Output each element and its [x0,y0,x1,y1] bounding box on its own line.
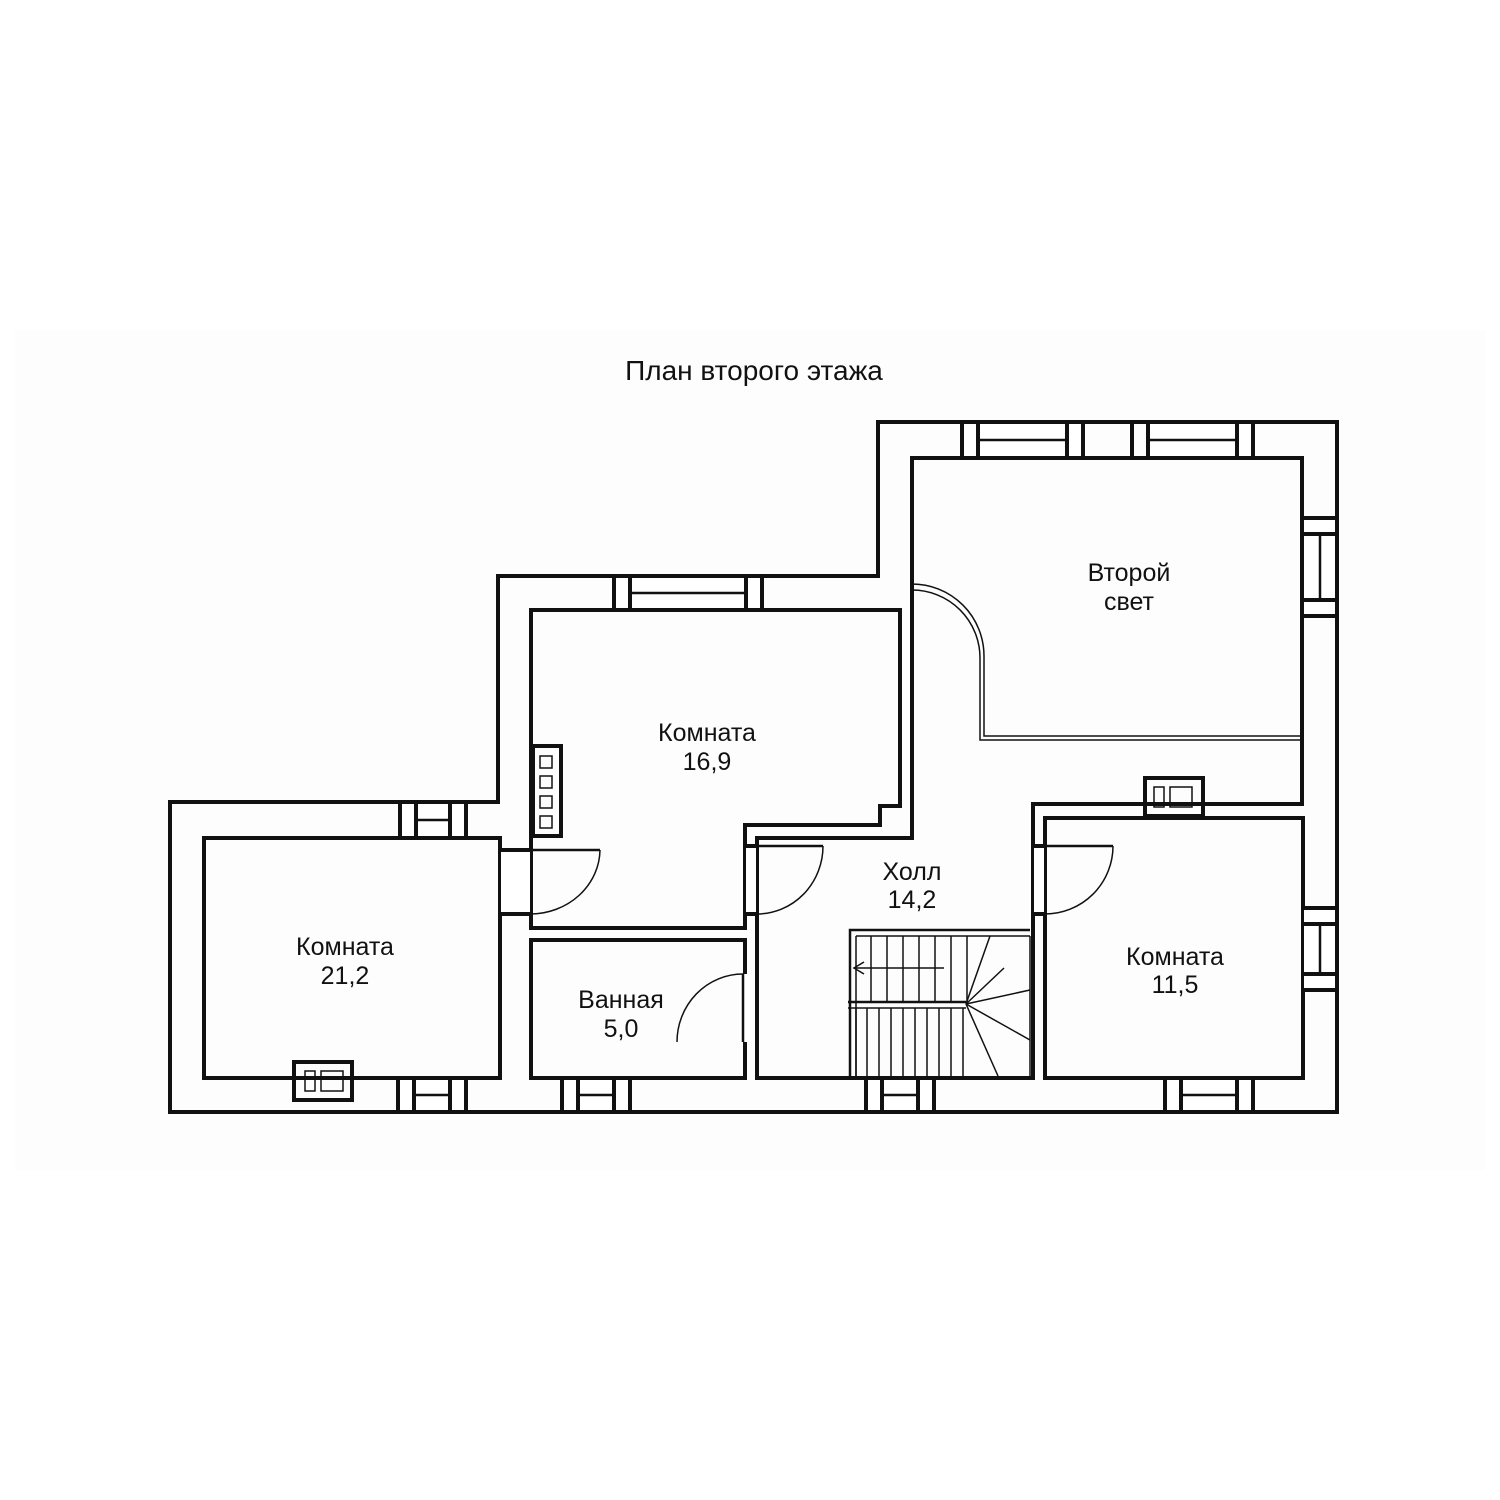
window [1302,906,1337,992]
outer-wall [168,420,1339,1114]
duct-block-left-wall [531,744,563,838]
room-16-9-outline [529,608,902,930]
room-area: 11,5 [1152,971,1199,999]
room-name: Комната [1126,943,1224,971]
gallery-railing [911,583,1300,741]
room-area: 21,2 [321,962,370,990]
room-name: Комната [658,719,756,747]
room-label-room-16-9: Комната 16,9 [658,719,756,776]
room-name: Комната [296,933,394,961]
room-area: 16,9 [683,748,732,776]
hall-outline [755,456,1304,1080]
room-name: Ванная [578,986,664,1014]
room-area: 14,2 [888,886,937,914]
door [500,848,601,916]
room-label-room-21-2: Комната 21,2 [296,933,394,990]
window [612,576,764,610]
room-area: свет [1104,588,1155,616]
window [960,422,1085,458]
window [398,802,468,838]
doors [500,844,1114,1043]
window [1163,1078,1255,1112]
ventilation-ducts [292,744,1205,1102]
window [1130,422,1255,458]
window [864,1078,936,1112]
room-label-room-11-5: Комната 11,5 [1126,943,1224,999]
duct-block-hall [1143,776,1205,818]
window [560,1078,632,1112]
room-area: 5,0 [604,1015,639,1043]
room-name: Холл [883,858,942,886]
window [396,1078,468,1112]
windows [396,422,1337,1112]
door [676,973,751,1043]
door [1033,844,1114,916]
door [745,844,824,916]
duct-block-bottom [292,1060,354,1102]
room-label-second-light: Второй свет [1088,559,1171,616]
window [1302,516,1337,618]
room-label-bathroom: Ванная 5,0 [578,986,664,1043]
plan-title: План второго этажа [625,355,883,386]
staircase [848,928,1031,1077]
room-label-hall: Холл 14,2 [883,858,942,914]
room-name: Второй [1088,559,1171,587]
